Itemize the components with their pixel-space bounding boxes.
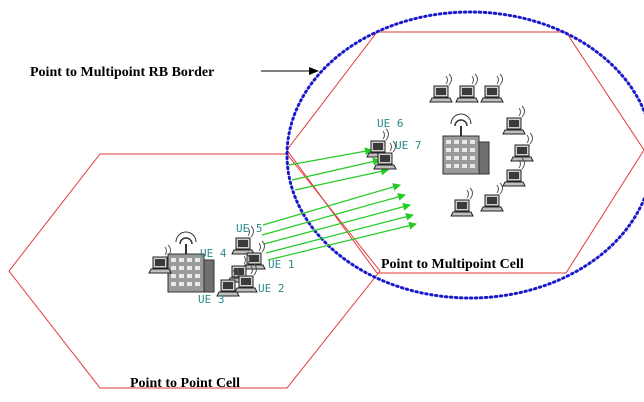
p2p-base-station-icon xyxy=(167,231,215,293)
link-arrow xyxy=(294,167,389,191)
rb-border-pointer-head xyxy=(309,67,319,75)
ue-label: UE 5 xyxy=(236,222,263,235)
laptop-icon xyxy=(510,132,534,162)
p2p-cell-label: Point to Point Cell xyxy=(130,376,240,391)
laptop-icon xyxy=(429,73,453,103)
rb-border-label: Point to Multipoint RB Border xyxy=(30,65,214,80)
laptop-icon xyxy=(502,157,526,187)
ue-label: UE 7 xyxy=(395,139,422,152)
p2mp-base-station-icon xyxy=(442,113,490,175)
ue-label: UE 6 xyxy=(377,117,404,130)
link-arrow xyxy=(267,221,417,261)
link-arrow xyxy=(261,193,406,236)
laptop-icon xyxy=(480,182,504,212)
link-arrow xyxy=(263,202,411,245)
ue-label: UE 2 xyxy=(258,282,285,295)
laptop-icon xyxy=(480,73,504,103)
link-arrow xyxy=(265,212,414,254)
link-arrow xyxy=(291,157,381,181)
p2mp-cell-label: Point to Multipoint Cell xyxy=(381,257,524,272)
laptop-icon xyxy=(455,73,479,103)
link-arrow xyxy=(262,183,401,226)
ue-label: UE 4 xyxy=(200,247,227,260)
laptop-icon xyxy=(450,187,474,217)
ue-label: UE 1 xyxy=(268,258,295,271)
ue-label: UE 3 xyxy=(198,293,225,306)
rb-border-ellipse xyxy=(285,10,644,300)
link-arrow xyxy=(288,147,373,166)
laptop-icon xyxy=(502,105,526,135)
link-arrows xyxy=(261,147,417,261)
ue-labels: UE 6 UE 7 UE 5 UE 4 UE 1 UE 2 UE 3 xyxy=(198,117,422,306)
